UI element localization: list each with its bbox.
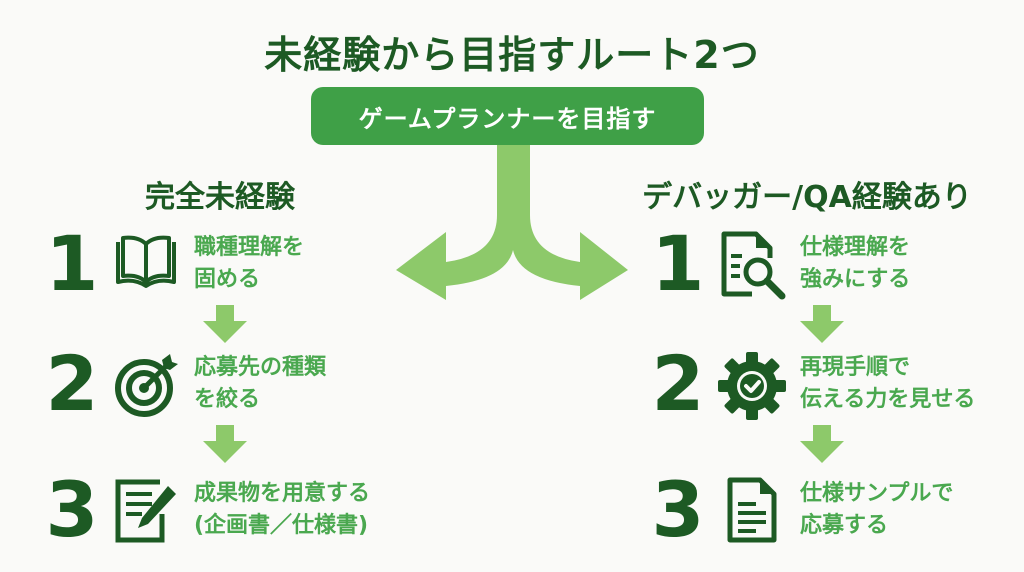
step-number: 1: [651, 219, 705, 308]
right-step-1: 1 仕様理解を 強みにする: [648, 219, 911, 308]
document-search-icon: [721, 231, 786, 300]
goal-box: ゲームプランナーを目指す: [311, 87, 704, 145]
right-step-3: 3 仕様サンプルで 応募する: [648, 465, 954, 554]
down-arrow-icon: [800, 305, 844, 343]
document-edit-icon: [115, 479, 176, 543]
down-arrow-icon: [800, 425, 844, 463]
page-title: 未経験から目指すルート2つ: [264, 33, 760, 77]
step-text-line1: 成果物を用意する: [194, 481, 371, 506]
step-text-line2: (企画書／仕様書): [194, 513, 369, 538]
step-text-line1: 再現手順で: [800, 355, 911, 380]
document-icon: [727, 477, 777, 543]
left-step-3: 3 成果物を用意する (企画書／仕様書): [42, 472, 370, 548]
step-text-line2: 固める: [194, 267, 261, 292]
gear-check-icon: [718, 352, 786, 420]
step-number: 1: [45, 219, 99, 308]
route-heading-qa-experienced: デバッガー/QA経験あり: [642, 180, 972, 215]
open-book-icon: [116, 235, 176, 288]
step-text-line2: を絞る: [194, 387, 261, 412]
down-arrow-icon: [203, 305, 247, 343]
step-text-line2: 応募する: [800, 513, 889, 538]
step-text-line1: 職種理解を: [194, 235, 305, 260]
left-step-2: 2 応募先の種類 を絞る: [42, 346, 326, 422]
step-text-line1: 応募先の種類: [194, 355, 327, 380]
step-text-line2: 伝える力を見せる: [800, 387, 976, 412]
step-number: 2: [651, 339, 705, 428]
route-heading-inexperienced: 完全未経験: [145, 180, 295, 215]
step-number: 2: [45, 339, 99, 428]
step-text-line1: 仕様理解を: [800, 235, 911, 260]
down-arrow-icon: [203, 425, 247, 463]
left-step-1: 1 職種理解を 固める: [42, 226, 304, 302]
right-step-2: 2 再現手順で 伝える力を見せる: [648, 339, 976, 428]
target-icon: [115, 354, 178, 417]
step-text-line1: 仕様サンプルで: [800, 481, 954, 506]
step-number: 3: [45, 465, 99, 554]
step-text-line2: 強みにする: [800, 267, 911, 292]
step-number: 3: [651, 465, 705, 554]
